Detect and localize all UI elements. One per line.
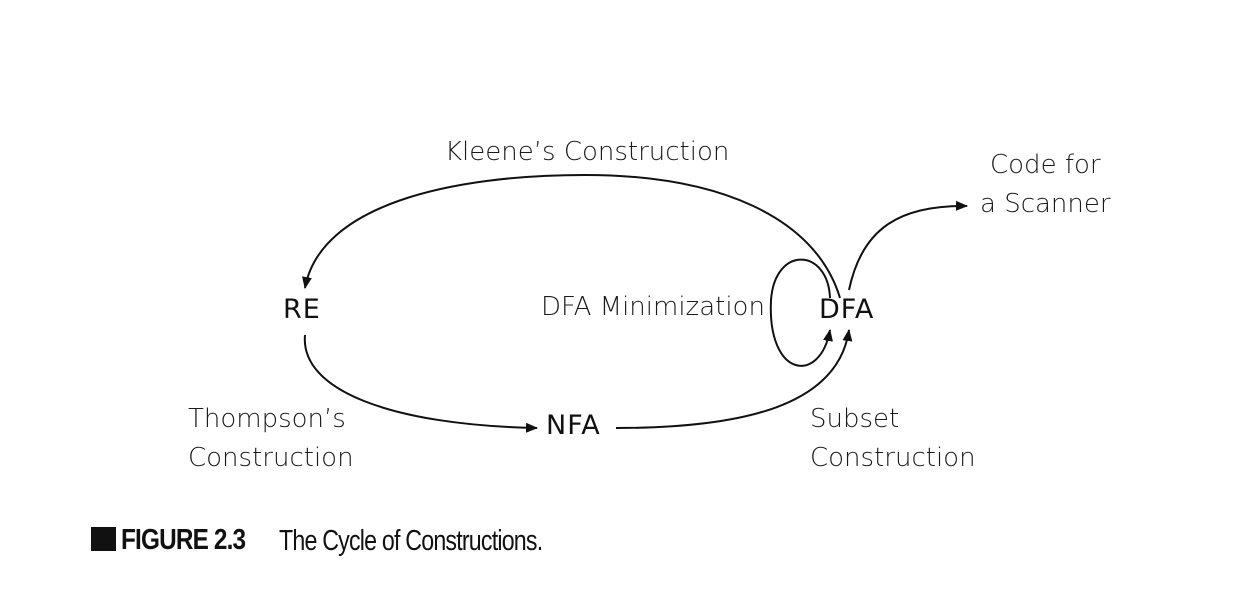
minimization-loop [769, 258, 833, 367]
subset-label: Subset Construction [810, 400, 976, 478]
figure-caption: FIGURE 2.3 The Cycle of Constructions. [91, 524, 543, 557]
figure-number: FIGURE 2.3 [121, 524, 246, 556]
code-label-line2: a Scanner [980, 189, 1111, 219]
thompson-label: Thompson’s Construction [188, 400, 354, 478]
code-arrow [848, 200, 968, 291]
kleene-label: Kleene’s Construction [445, 137, 730, 167]
node-re: RE [283, 294, 321, 325]
code-label: Code for a Scanner [980, 146, 1111, 224]
node-dfa: DFA [819, 294, 875, 325]
caption-square-icon [91, 527, 116, 551]
figure-title: The Cycle of Constructions. [279, 525, 543, 557]
minimization-label: DFA Minimization [541, 292, 765, 322]
node-nfa: NFA [546, 410, 601, 441]
subset-arrow [615, 329, 853, 429]
thompson-label-line1: Thompson’s [188, 404, 346, 434]
subset-label-line1: Subset [810, 404, 900, 434]
thompson-label-line2: Construction [188, 443, 354, 473]
kleene-arrow [302, 173, 841, 299]
thompson-arrow [303, 334, 538, 433]
code-label-line1: Code for [990, 150, 1101, 180]
subset-label-line2: Construction [810, 443, 976, 473]
